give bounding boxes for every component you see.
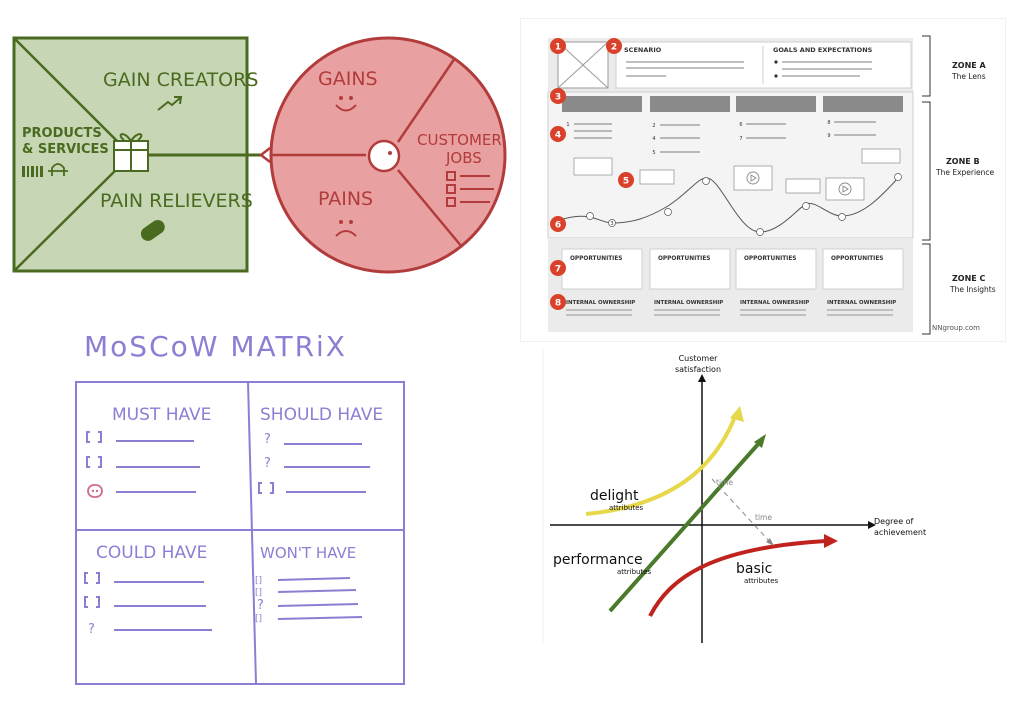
question-mark: ? (257, 598, 264, 613)
ownership-1: INTERNAL OWNERSHIP (566, 300, 635, 306)
moscow-svg: MoSCoW MATRiX MUST HAVE SHOULD HAVE COUL… (75, 330, 405, 685)
basic-label: basic (736, 561, 772, 577)
pain-relievers-label: PAIN RELIEVERS (100, 190, 253, 212)
time-arrow (711, 478, 771, 543)
gift-icon (113, 133, 149, 172)
delight-sub: attributes (609, 504, 644, 512)
step-5: 5 (652, 150, 655, 156)
svg-text:[]: [] (255, 614, 262, 624)
badge-2: 2 (611, 43, 617, 53)
must-have-label: MUST HAVE (112, 405, 211, 425)
opportunity-3: OPPORTUNITIES (744, 256, 796, 262)
goals-label: GOALS AND EXPECTATIONS (773, 46, 873, 54)
step-3: 3 (610, 221, 613, 227)
moscow-matrix: MoSCoW MATRiX MUST HAVE SHOULD HAVE COUL… (60, 320, 420, 700)
customer-face-icon (367, 139, 401, 173)
step-6: 6 (739, 122, 742, 128)
kano-svg: Customer satisfaction Degree of achievem… (542, 348, 926, 644)
delight-label: delight (590, 488, 639, 504)
x-axis-label-1: Degree of (874, 517, 914, 526)
badge-6: 6 (555, 221, 561, 231)
zone-a-sub: The Lens (951, 72, 986, 81)
question-mark: ? (264, 456, 271, 471)
zone-c-sub: The Insights (949, 285, 996, 294)
jobs-label: JOBS (445, 149, 482, 167)
checklist-icon (446, 171, 494, 207)
question-mark: ? (264, 432, 271, 447)
zone-b-name: ZONE B (946, 157, 980, 166)
frown-icon (335, 220, 357, 237)
scenario-label: SCENARIO (624, 46, 662, 54)
badge-3: 3 (555, 93, 561, 103)
mood-face-icon (87, 484, 103, 498)
pill-icon (140, 219, 165, 241)
barcode-icon (22, 166, 43, 177)
ownership-4: INTERNAL OWNERSHIP (827, 300, 896, 306)
moscow-title: MoSCoW MATRiX (84, 330, 347, 363)
gain-creators-label: GAIN CREATORS (103, 69, 258, 91)
ownership-2: INTERNAL OWNERSHIP (654, 300, 723, 306)
gains-label: GAINS (318, 68, 378, 90)
x-axis-label-2: achievement (874, 528, 926, 537)
step-2: 2 (652, 123, 655, 129)
value-proposition-canvas: GAIN CREATORS PRODUCTS & SERVICES PAIN R… (0, 0, 520, 290)
step-7: 7 (739, 136, 742, 142)
question-mark: ? (88, 622, 95, 637)
wont-have-label: WON'T HAVE (260, 544, 356, 562)
service-icon (48, 163, 68, 176)
zone-b-sub: The Experience (935, 168, 995, 177)
customer-label: CUSTOMER (417, 131, 502, 149)
opportunity-2: OPPORTUNITIES (658, 256, 710, 262)
time-label-1: time (716, 478, 733, 487)
performance-sub: attributes (617, 568, 652, 576)
pains-label: PAINS (318, 188, 373, 210)
could-have-label: COULD HAVE (96, 543, 207, 563)
basic-sub: attributes (744, 577, 779, 585)
badge-4: 4 (555, 131, 561, 141)
badge-8: 8 (555, 299, 561, 309)
delight-curve (585, 413, 738, 516)
basic-curve (648, 539, 827, 617)
fit-arrow-icon (258, 147, 271, 163)
badge-7: 7 (555, 265, 561, 275)
products-label-1: PRODUCTS (22, 126, 102, 141)
badge-5: 5 (623, 177, 629, 187)
moscow-grid (75, 381, 405, 685)
journey-svg: SCENARIO GOALS AND EXPECTATIONS (519, 17, 1007, 343)
time-label-2: time (755, 513, 772, 522)
vpc-svg: GAIN CREATORS PRODUCTS & SERVICES PAIN R… (12, 36, 507, 274)
opportunity-1: OPPORTUNITIES (570, 256, 622, 262)
step-8: 8 (827, 120, 830, 126)
step-4: 4 (652, 136, 655, 142)
ownership-3: INTERNAL OWNERSHIP (740, 300, 809, 306)
trend-up-icon (157, 96, 183, 111)
svg-text:[]: [] (255, 576, 262, 586)
y-axis-label-2: satisfaction (675, 365, 721, 374)
step-9: 9 (827, 133, 830, 139)
should-have-label: SHOULD HAVE (260, 405, 383, 425)
video-play-icon (746, 171, 852, 196)
nngroup-credit: NNgroup.com (932, 324, 980, 332)
y-axis-label-1: Customer (679, 354, 719, 363)
badge-group (550, 38, 634, 310)
step-1: 1 (566, 122, 569, 128)
opportunity-4: OPPORTUNITIES (831, 256, 883, 262)
smile-icon (335, 96, 357, 112)
svg-text:[]: [] (255, 588, 262, 598)
performance-label: performance (553, 552, 643, 568)
journey-map: SCENARIO GOALS AND EXPECTATIONS (519, 17, 1007, 343)
kano-model: Customer satisfaction Degree of achievem… (540, 348, 930, 648)
zone-c-name: ZONE C (952, 274, 986, 283)
badge-1: 1 (555, 43, 561, 53)
products-label-2: & SERVICES (22, 142, 109, 157)
zone-a-name: ZONE A (952, 61, 987, 70)
performance-line (608, 440, 762, 613)
